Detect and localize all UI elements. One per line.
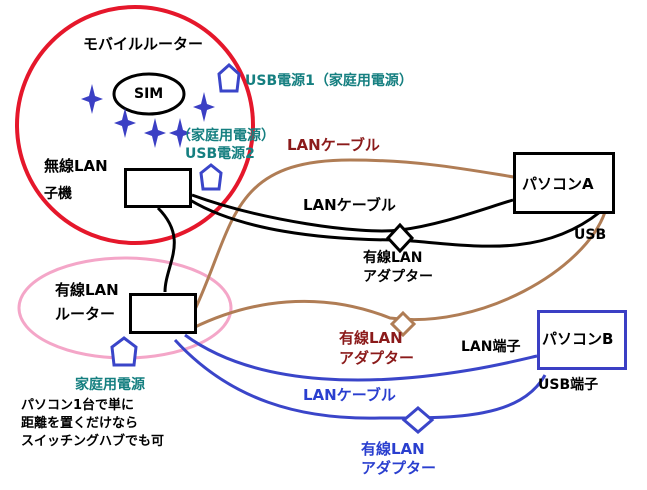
usb-power2-label-bottom: USB電源2 [185,146,255,162]
note-line-1: パソコン1台で単に [21,398,135,413]
sparkle-star-icons [81,84,215,148]
mobile-router-label: モバイルルーター [83,35,204,53]
black-adapter-diamond-icon [385,222,415,254]
sparkle-icon [144,118,166,148]
pc-b-box [537,310,627,370]
black-adapter-label-2: アダプター [363,269,433,285]
wired-lan-router-box [129,293,197,334]
wired-router-label-2: ルーター [55,305,116,323]
sparkle-icon [169,118,191,148]
brown-adapter-label-2: アダプター [339,349,415,367]
usb-label: USB [574,227,607,243]
blue-adapter-diamond-icon [401,406,435,434]
sparkle-icon [114,108,136,138]
black-uplink-cable [156,206,176,293]
usb-power2-plug-icon [199,163,223,191]
sim-label: SIM [134,86,164,102]
black-adapter-label-1: 有線LAN [363,250,423,266]
note-line-3: スイッチングハブでも可 [21,434,165,449]
note-line-2: 距離を置くだけなら [21,416,139,431]
mobile-router-boundary [15,5,255,245]
home-power-label: 家庭用電源 [75,377,145,393]
pc-a-label: パソコンA [522,175,594,193]
pc-a-box [513,152,615,214]
usb-power1-plug-icon [217,62,241,93]
wireless-lan-adapter-box [124,168,192,208]
brown-lan-cable [188,158,521,321]
home-power-plug-icon [110,336,138,367]
blue-lan-cable-label: LANケーブル [303,386,396,404]
blue-lan-cable [184,333,538,382]
sparkle-icon [81,84,103,114]
lan-port-label: LAN端子 [461,339,521,355]
brown-adapter-label-1: 有線LAN [339,329,403,347]
usb-power1-label: USB電源1（家庭用電源） [245,73,413,89]
wired-router-label-1: 有線LAN [55,281,119,299]
wireless-lan-label-1: 無線LAN [44,157,108,175]
sparkle-icon [193,92,215,122]
black-lan-cable-label: LANケーブル [303,196,396,214]
brown-lan-cable-label: LANケーブル [287,136,380,154]
black-lan-cable [191,193,514,233]
wireless-lan-label-2: 子機 [44,186,72,202]
brown-adapter-diamond-icon [389,310,417,338]
usb-power2-label-top: （家庭用電源） [177,128,275,144]
blue-adapter-label-1: 有線LAN [361,440,425,458]
blue-adapter-label-2: アダプター [361,459,437,477]
pc-b-label: パソコンB [542,330,614,348]
brown-usb-cable [192,211,607,330]
usb-port-label: USB端子 [538,377,599,393]
blue-usb-cable [173,338,547,420]
sim-card [112,72,186,116]
